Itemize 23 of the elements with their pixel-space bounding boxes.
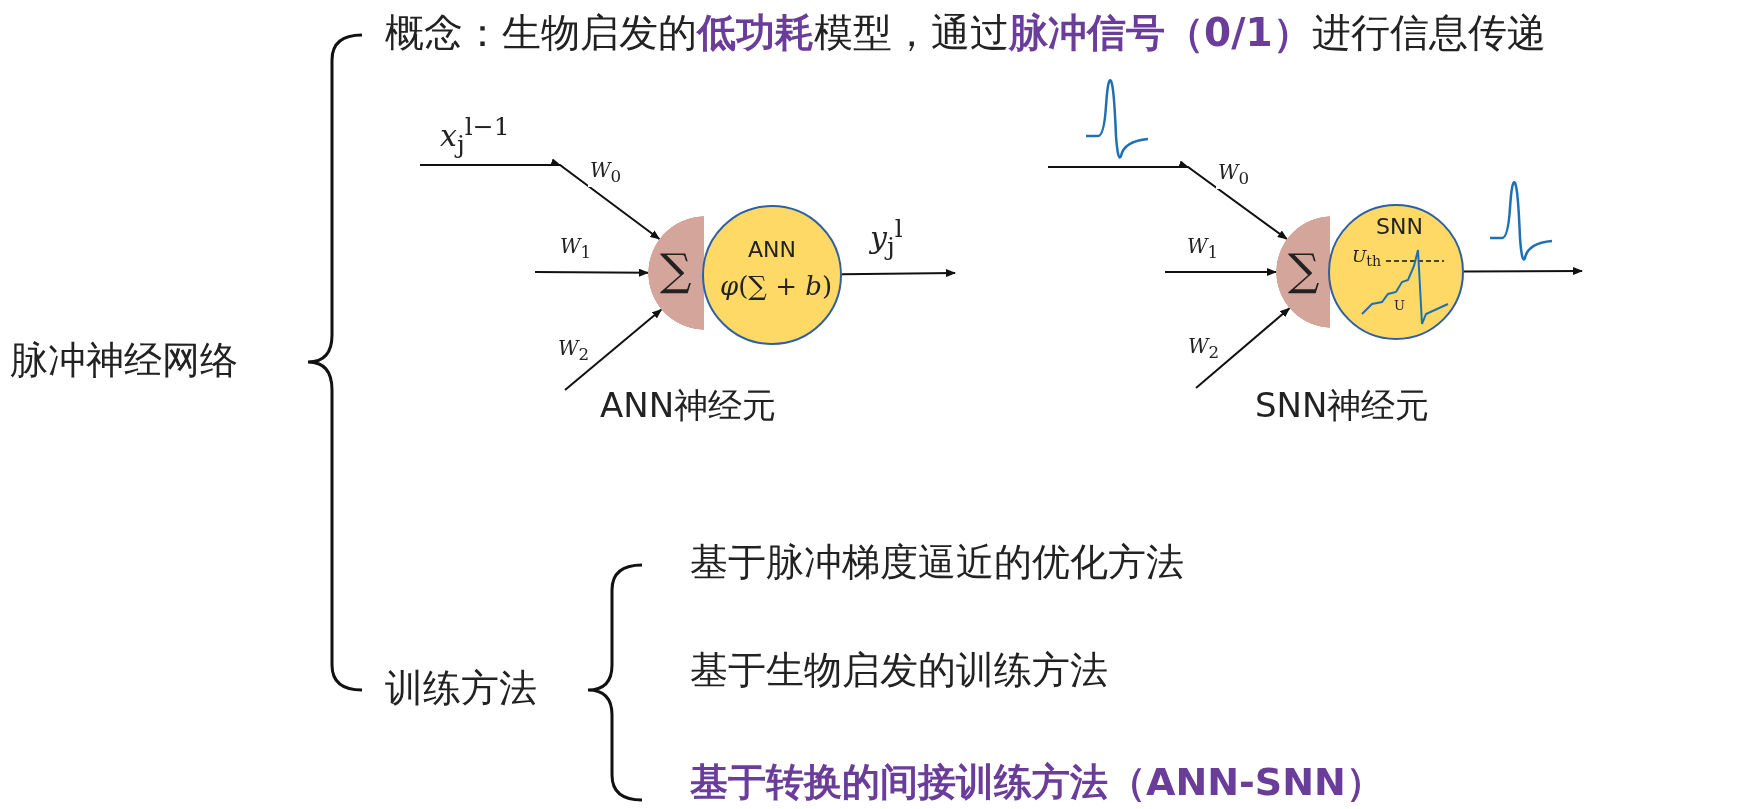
heading: 脉冲神经网络 (10, 338, 238, 384)
category-label: 训练方法 (385, 666, 537, 712)
arrow (534, 268, 649, 277)
node-label: SNN神经元 (1255, 385, 1430, 426)
arrow (419, 159, 661, 240)
concept-text: 概念：生物启发的低功耗模型，通过脉冲信号（0/1）进行信息传递 (385, 10, 1546, 57)
arrow (1047, 161, 1288, 240)
arrow (841, 269, 956, 278)
arrow (1463, 267, 1583, 276)
sum-symbol: ∑ (1288, 244, 1320, 297)
neuron-label: SNN (1376, 214, 1423, 241)
arrow (564, 308, 663, 391)
method-text: 基于转换的间接训练方法（ANN-SNN） (690, 760, 1384, 806)
method-text: 基于生物启发的训练方法 (690, 648, 1108, 694)
neuron-label: ANN (748, 237, 796, 264)
node-label: ANN神经元 (600, 385, 777, 426)
sum-symbol: ∑ (660, 244, 692, 297)
threshold-label: U$_{th}$ (1352, 246, 1382, 271)
potential-label: U (1394, 298, 1405, 314)
method-text: 基于脉冲梯度逼近的优化方法 (690, 540, 1184, 586)
arrow (1195, 307, 1291, 389)
activation-formula: φ(∑ + b) (720, 271, 833, 303)
arrow (1164, 268, 1277, 276)
